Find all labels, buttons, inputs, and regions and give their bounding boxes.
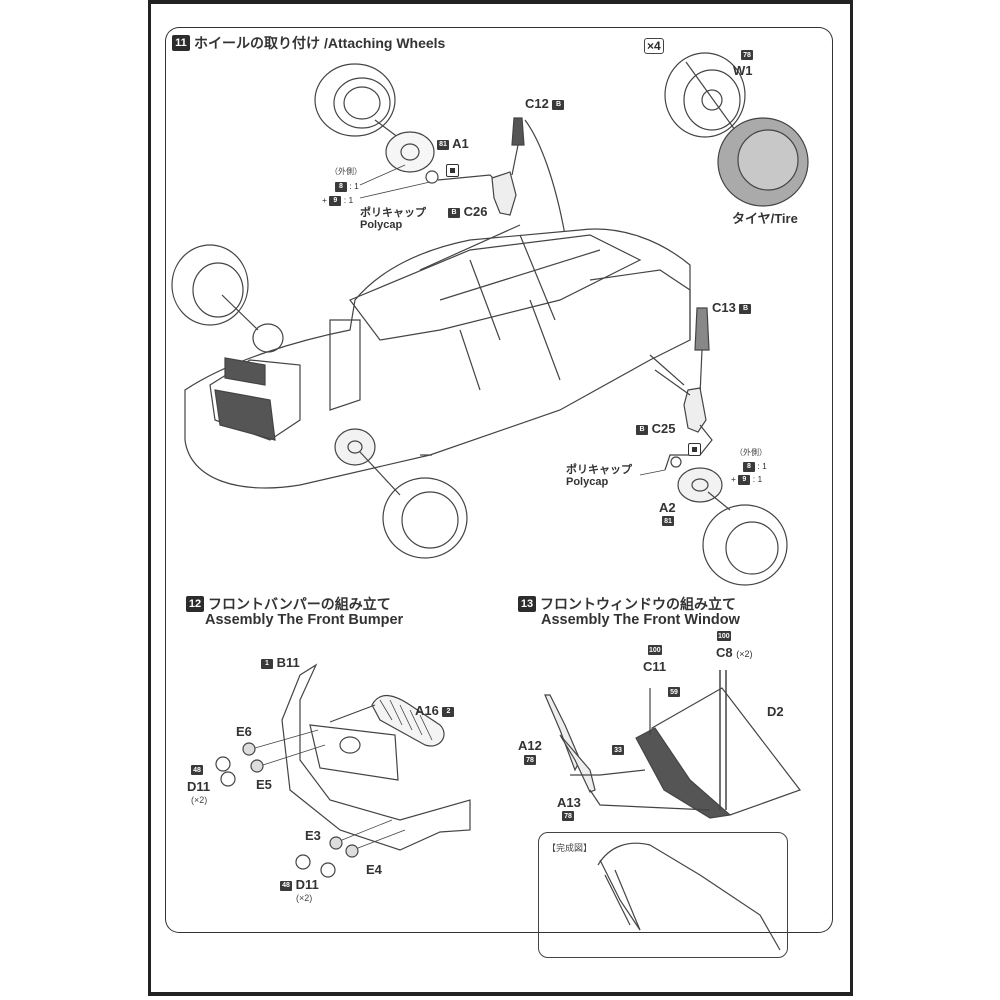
step-11-number: 11	[172, 35, 190, 51]
label-c8: C8 (×2)	[716, 645, 753, 660]
label-polycap-1: ポリキャップ Polycap	[360, 207, 426, 231]
step-11-panel	[165, 27, 833, 575]
shock-absorber-c12-icon	[511, 117, 525, 176]
label-completed: 【完成図】	[547, 843, 593, 853]
label-e4: E4	[366, 862, 382, 877]
label-b11: 1 B11	[261, 655, 300, 670]
tag-a12: 78	[524, 755, 536, 765]
label-d11-a-qty: (×2)	[191, 795, 208, 805]
polycap-box-icon-2	[688, 443, 701, 456]
step-12-header: 12 フロントバンパーの組み立て	[186, 594, 391, 614]
label-tire: タイヤ/Tire	[732, 211, 798, 226]
label-d11-a: D11	[187, 779, 211, 794]
step-11-header: 11 ホイールの取り付け /Attaching Wheels	[172, 33, 445, 53]
label-e5: E5	[256, 777, 272, 792]
step-12-number: 12	[186, 596, 204, 612]
label-a12: A12	[518, 738, 542, 753]
polycap-box-icon	[446, 164, 459, 177]
step-13-title-en: Assembly The Front Window	[541, 612, 740, 628]
brake-disc-icon	[334, 428, 376, 466]
grille-a16-icon	[371, 695, 445, 747]
step-13-number: 13	[518, 596, 536, 612]
polycap-icon	[425, 170, 439, 184]
rear-right-wheel-icon	[702, 504, 788, 586]
label-a13: A13	[557, 795, 581, 810]
label-polycap-2: ポリキャップ Polycap	[566, 464, 632, 488]
tag-w1: 78	[741, 50, 753, 60]
step-12-title-en: Assembly The Front Bumper	[205, 612, 404, 628]
tag-a2: 81	[662, 516, 674, 526]
ratio-line-1: 8 : 1	[335, 180, 359, 193]
completed-view-inset: 【完成図】	[538, 832, 788, 958]
wheel-w1-icon	[664, 52, 746, 138]
tag-33: 33	[612, 745, 624, 755]
label-a2: A2	[659, 500, 676, 515]
ratio-line-2b: + 9 : 1	[731, 474, 763, 485]
step-11-title-en: /Attaching Wheels	[324, 35, 446, 51]
brake-disc-a2-icon	[677, 467, 723, 503]
shock-absorber-c13-icon	[694, 307, 710, 396]
step-13-title-jp: フロントウィンドウの組み立て	[540, 596, 736, 612]
car-chassis-illustration	[184, 224, 691, 489]
tag-c8: 100	[717, 631, 731, 641]
ratio-line-1b: 8 : 1	[743, 460, 767, 473]
step-12-title-jp: フロントバンパーの組み立て	[208, 596, 391, 612]
label-e6: E6	[236, 724, 252, 739]
steps-12-13-panel	[165, 575, 833, 933]
step-13-header: 13 フロントウィンドウの組み立て	[518, 594, 736, 614]
label-d11-b: 48 D11	[280, 877, 319, 892]
label-d2: D2	[767, 704, 784, 719]
window-frame-a12-a13-icon	[544, 694, 596, 793]
tag-c11: 100	[648, 645, 662, 655]
tag-a1: 81	[437, 139, 449, 150]
brake-disc-a1-icon	[385, 131, 435, 173]
label-outer-side-2: （外側）	[735, 448, 767, 457]
ratio-line-2: + 9 : 1	[322, 195, 354, 206]
tag-d11-a: 48	[191, 765, 203, 775]
quantity-badge: ×4	[644, 38, 664, 54]
label-d11-b-qty: (×2)	[296, 893, 313, 903]
label-e3: E3	[305, 828, 321, 843]
label-c13: C13 B	[712, 300, 752, 315]
label-c12: C12 B	[525, 96, 565, 111]
tag-59: 59	[668, 687, 680, 697]
label-c25: B C25	[636, 421, 675, 436]
label-outer-side: （外側）	[330, 167, 362, 176]
tire-icon	[717, 117, 809, 207]
page-frame	[148, 0, 853, 996]
front-wheel-icon	[382, 477, 468, 559]
label-w1: 78 W1	[733, 50, 753, 78]
front-bumper-illustration	[281, 663, 471, 851]
step-11-title-jp: ホイールの取り付け	[194, 35, 320, 51]
rear-left-wheel-icon	[314, 63, 396, 137]
front-left-wheel-icon	[171, 244, 249, 326]
label-a1: 81 A1	[437, 136, 469, 151]
label-a16: A16 2	[415, 703, 455, 718]
label-c26: B C26	[448, 204, 487, 219]
tag-a13: 78	[562, 811, 574, 821]
label-c11: C11	[643, 659, 667, 674]
